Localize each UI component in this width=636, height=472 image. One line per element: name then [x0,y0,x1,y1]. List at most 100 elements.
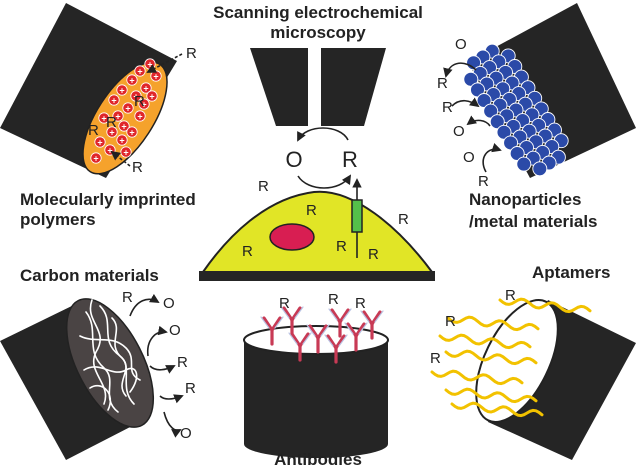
antibody-r-1: R [279,295,290,312]
aptamer-r-3: R [430,350,441,367]
nanoparticle [503,135,519,151]
antibody-group [260,306,384,364]
nanoparticle [470,82,485,98]
mip-r-inside-2: R [88,122,99,139]
svg-text:+: + [93,154,98,164]
carbon-arrow-1 [129,293,160,317]
secm-tip-wire [308,48,321,126]
carbon-o-2: O [169,322,181,339]
svg-text:+: + [101,114,106,124]
antibody-r-3: R [355,295,366,312]
nano-title-line2: /metal materials [469,212,598,231]
aptamers-panel: Aptamers R R R [430,263,636,460]
secm-panel: Scanning electrochemical microscopy O R … [199,3,435,281]
mip-plus-dot: + [98,112,110,124]
svg-text:+: + [141,100,146,110]
nanoparticle-cluster [463,43,569,177]
secm-title-line1: Scanning electrochemical [213,3,423,22]
mip-plus-dot: + [116,84,128,96]
mip-plus-dot: + [126,126,138,138]
svg-text:+: + [119,86,124,96]
mip-plus-dot: + [138,98,150,110]
secm-r-cell-4: R [368,246,379,263]
secm-r-outside-left: R [258,178,269,195]
carbon-arrow-2 [146,325,168,357]
nanoparticle [532,161,548,177]
nano-r-1: R [437,75,448,92]
carbon-r-1: R [122,289,133,306]
mip-charge-dots: ++++++++++++++++++++++ [90,58,162,164]
mip-r-inside-1: R [134,93,145,110]
cell [201,190,434,273]
aptamer-r-2: R [445,313,456,330]
mip-plus-dot: + [140,82,152,94]
svg-text:+: + [109,128,114,138]
aptamer-strand [446,315,540,332]
carbon-arrow-4 [163,411,182,438]
mip-plus-dot: + [112,110,124,122]
aptamer-strand [430,369,524,386]
nano-o-1: O [455,36,467,53]
nanoparticle [496,124,512,140]
mip-r-outside-2: R [132,159,143,176]
svg-text:+: + [129,128,134,138]
mip-plus-dot: + [94,136,106,148]
mip-plus-dot: + [126,74,138,86]
antibody [260,316,284,346]
antibodies-panel: R R R Antibodies [243,291,389,469]
svg-text:+: + [119,136,124,146]
svg-text:+: + [129,76,134,86]
nano-title-line1: Nanoparticles [469,190,581,209]
nano-o-2: O [453,123,465,140]
mip-r-inside-3: R [106,114,117,131]
aptamer-strand [444,387,538,404]
cell-nucleus [269,223,315,251]
carbon-o-1: O [163,295,175,312]
secm-r-cell-1: R [306,202,317,219]
carbon-face [65,298,155,428]
svg-text:+: + [111,96,116,106]
carbon-r-2: R [177,354,188,371]
mip-plus-dot: + [134,65,146,77]
substrate-base [199,271,435,281]
aptamer-strands [430,297,592,418]
antibody [324,334,348,364]
antibody [360,310,384,340]
svg-text:+: + [149,92,154,102]
aptamer-electrode [488,300,636,460]
carbon-nanotubes [79,299,141,413]
nanoparticle [509,146,525,161]
carbon-panel: Carbon materials R O O R R O [0,266,196,460]
nano-arrow-1 [443,62,477,78]
nanoparticle [489,114,505,130]
antibody [288,332,312,362]
nano-panel: O R R O O R Nanoparticles /metal materia… [437,3,636,231]
aptamer-strand [438,333,532,350]
carbon-o-3: O [180,425,192,442]
mip-electrode [0,3,177,178]
nano-arrow-3 [466,115,491,127]
nanoparticle [483,103,499,119]
aptamer-strand [444,349,538,366]
aptamer-strand [498,297,592,314]
carbon-r-3: R [185,380,196,397]
mip-title-line2: polymers [20,210,96,229]
mip-plus-dot: + [130,90,142,102]
mip-panel: ++++++++++++++++++++++ R R R R R Molecul… [0,3,197,229]
mip-arrow-1 [146,53,183,73]
secm-r-outside-right: R [398,211,409,228]
secm-title-line2: microscopy [270,23,366,42]
secm-r-cell-3: R [336,238,347,255]
svg-text:+: + [137,112,142,122]
secm-r-cell-2: R [242,243,253,260]
nano-r-2: R [442,99,453,116]
svg-text:+: + [143,84,148,94]
secm-reduced-label: R [342,147,358,172]
mip-plus-dot: + [144,58,156,70]
redox-cycle-arrow-bottom [297,174,352,189]
mip-plus-dot: + [118,120,130,132]
carbon-electrode [0,301,140,460]
mip-plus-dot: + [120,146,132,158]
nano-arrow-2 [451,97,480,108]
